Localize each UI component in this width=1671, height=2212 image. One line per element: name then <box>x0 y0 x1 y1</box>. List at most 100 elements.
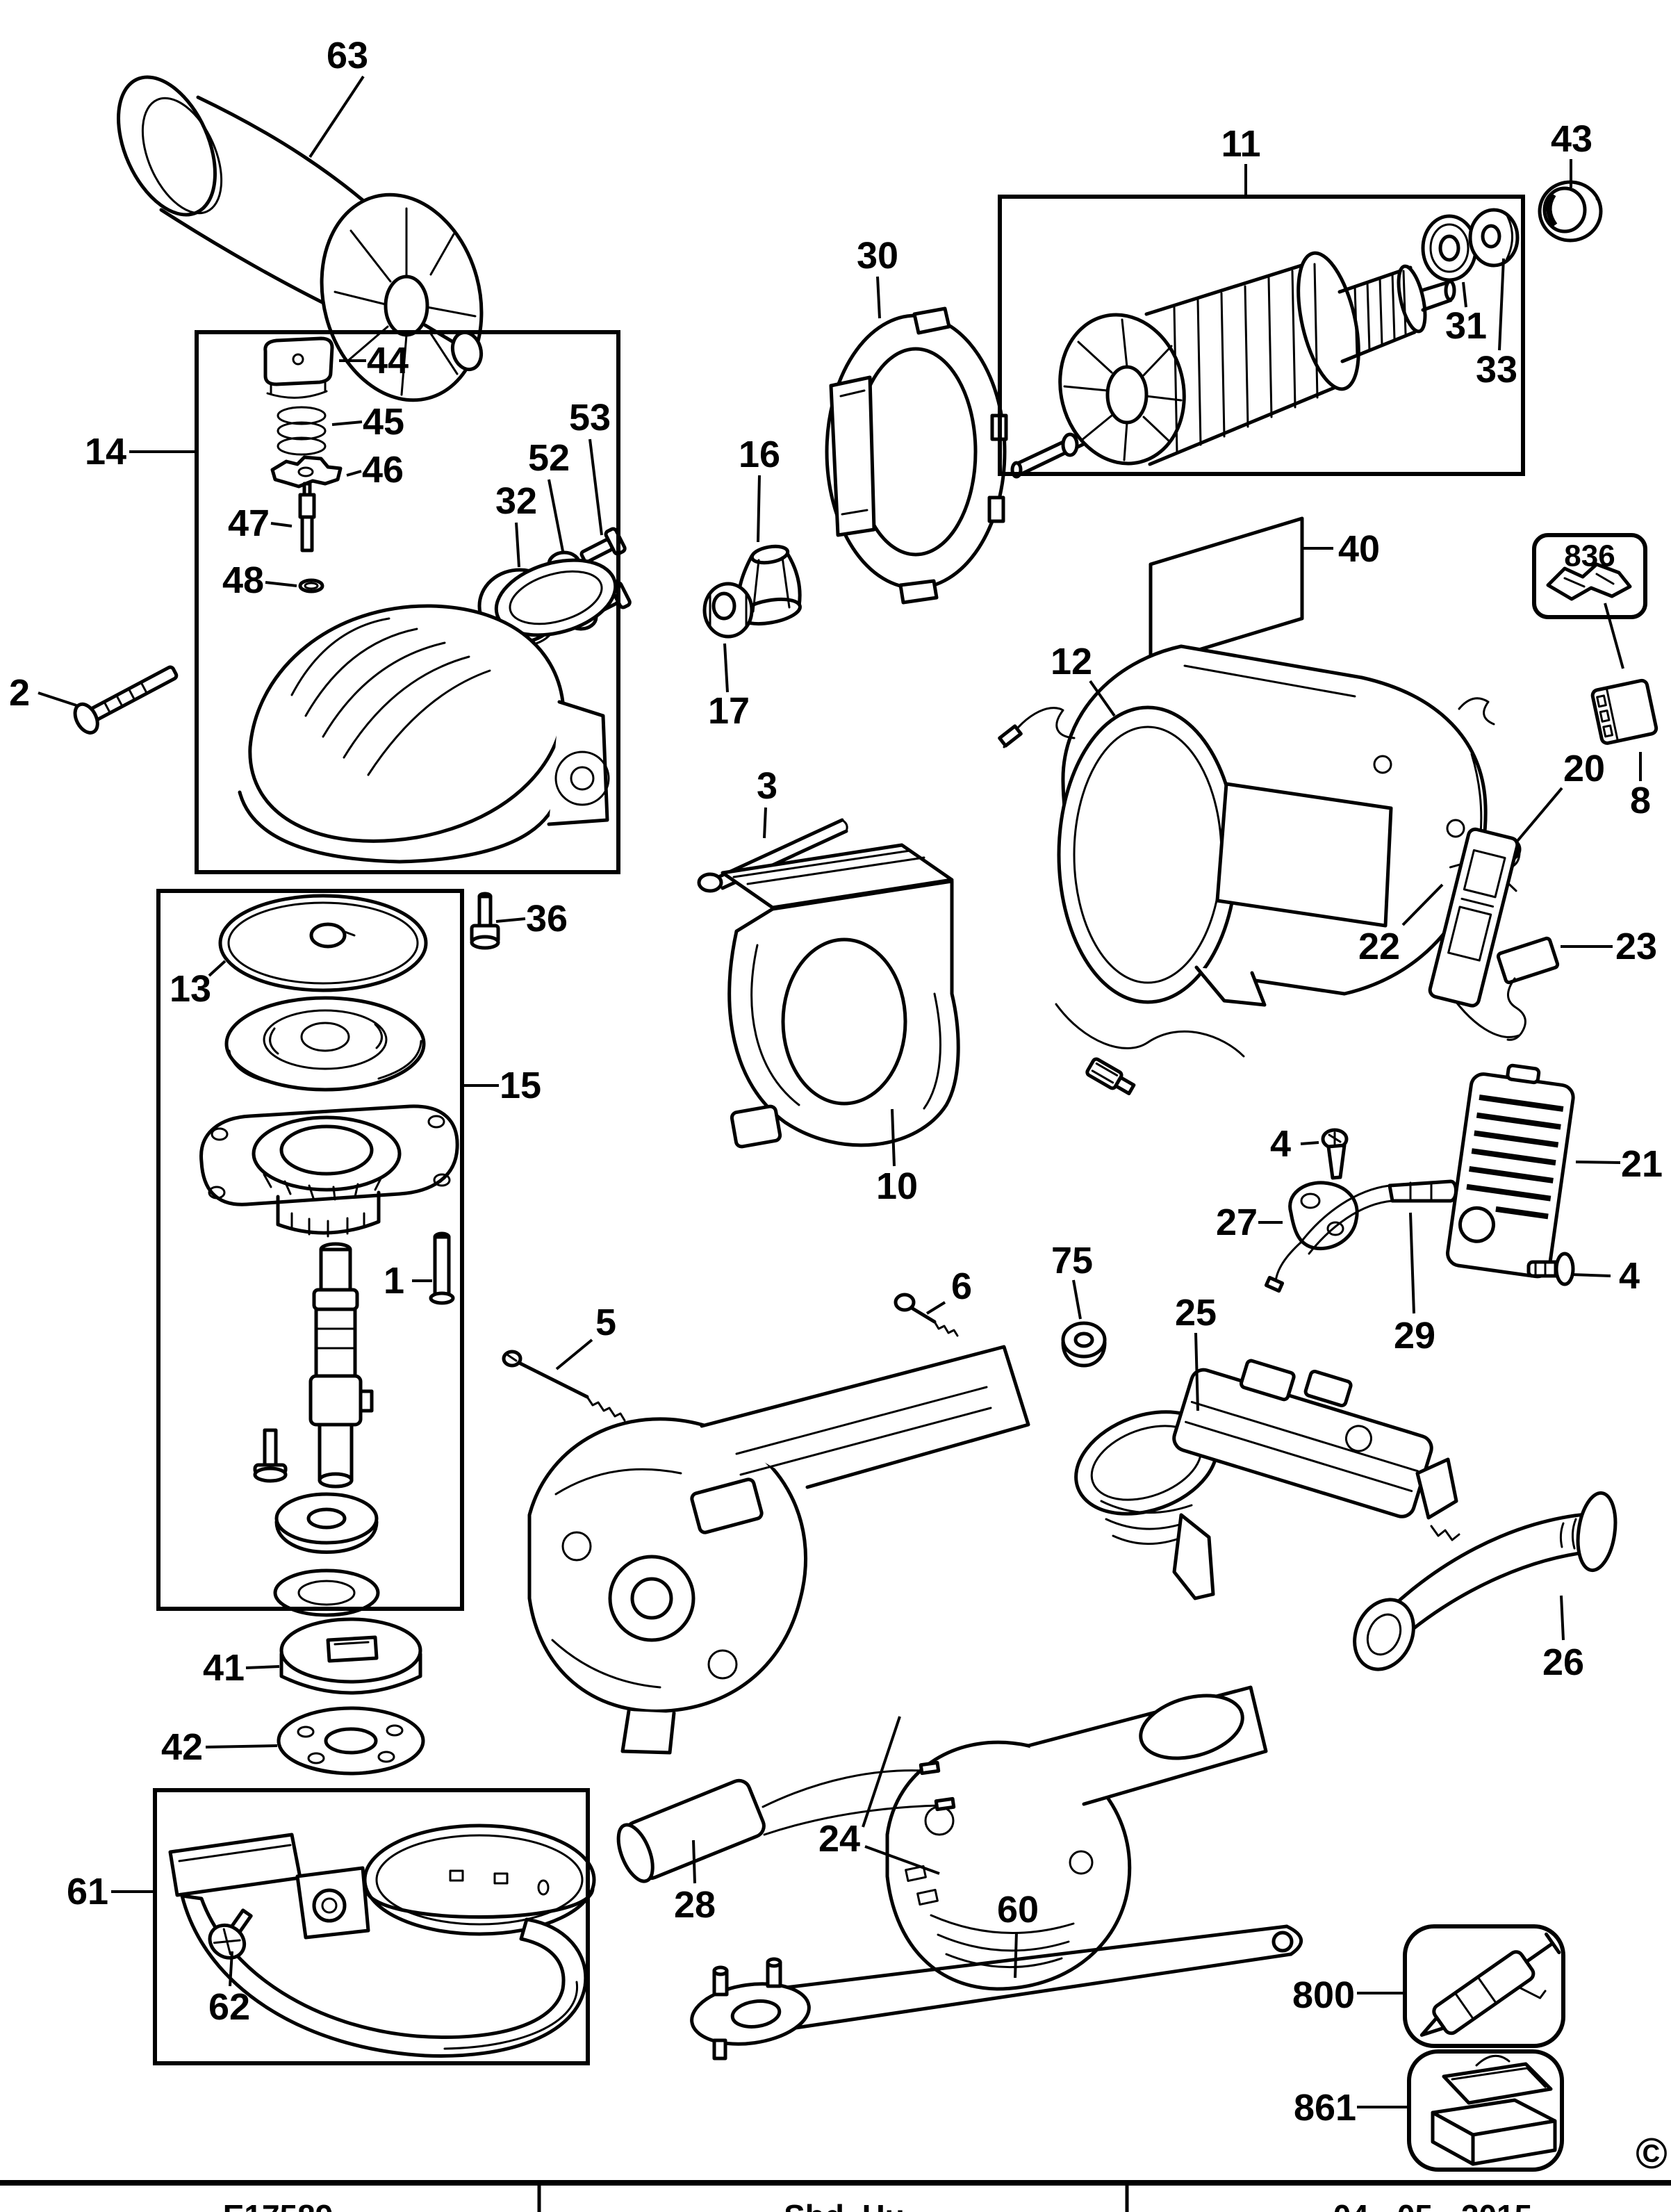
callout-label-75: 75 <box>1051 1240 1093 1281</box>
hex-nut-17 <box>702 582 754 639</box>
gearcase-cover-assembly-drawing <box>238 336 632 864</box>
callout-label-27: 27 <box>1216 1202 1258 1243</box>
o-ring-48 <box>298 578 324 593</box>
bearing-31 <box>1421 214 1478 282</box>
bolt-53 <box>579 527 627 564</box>
field-stator-10 <box>721 843 960 1149</box>
callouts-layer: 6344454647485352321423613151541426162301… <box>9 35 1663 2129</box>
screw-2 <box>73 665 179 735</box>
callout-label-41: 41 <box>203 1647 245 1689</box>
callout-label-62: 62 <box>208 1986 250 2028</box>
sleeve-43 <box>1538 180 1603 243</box>
cam-plate-46 <box>270 455 343 489</box>
lower-washer <box>273 1568 380 1617</box>
clip-836 <box>1546 562 1632 601</box>
lower-bearing <box>274 1492 379 1554</box>
callout-label-15: 15 <box>500 1065 541 1106</box>
leader-line-42 <box>205 1744 278 1748</box>
cord-clamp-27 <box>1288 1181 1359 1251</box>
callout-label-52: 52 <box>528 437 570 479</box>
callout-label-836: 836 <box>1564 539 1615 573</box>
callout-label-25: 25 <box>1175 1292 1217 1334</box>
callout-label-46: 46 <box>362 449 404 491</box>
callout-label-16: 16 <box>739 434 780 475</box>
armature-drawing <box>1010 251 1456 479</box>
carbon-brush-23 <box>1496 936 1560 1041</box>
pin-1 <box>429 1231 455 1305</box>
callout-label-40: 40 <box>1338 528 1380 570</box>
outer-flange-disc <box>224 996 426 1092</box>
cord-protector-26 <box>1353 1491 1618 1671</box>
callout-label-33: 33 <box>1476 349 1517 391</box>
leader-line-29 <box>1409 1212 1415 1314</box>
leader-line-48 <box>265 581 297 587</box>
callout-label-13: 13 <box>170 968 211 1010</box>
group-boxes-layer <box>153 195 1647 2172</box>
callout-label-12: 12 <box>1051 641 1092 682</box>
group-box-15 <box>156 889 464 1611</box>
callout-label-32: 32 <box>495 480 537 522</box>
leader-line-16 <box>757 475 761 543</box>
callout-label-43: 43 <box>1551 118 1592 160</box>
leader-line-12 <box>1089 680 1116 717</box>
callout-label-21: 21 <box>1621 1143 1663 1185</box>
leader-line-25 <box>1194 1332 1199 1411</box>
leader-line-3 <box>763 807 767 839</box>
grease-applicator-800 <box>1419 1932 1561 2037</box>
outer-flange-42 <box>277 1706 425 1776</box>
callout-label-3: 3 <box>757 765 777 807</box>
callout-label-1: 1 <box>384 1260 404 1302</box>
callout-label-31: 31 <box>1445 305 1487 347</box>
leader-line-22 <box>1401 883 1444 926</box>
callout-label-2: 2 <box>9 672 30 714</box>
screw-6 <box>894 1293 959 1337</box>
air-inlet-cover-21 <box>1446 1063 1575 1279</box>
leader-line-52 <box>548 479 564 552</box>
leader-line-28 <box>692 1840 696 1884</box>
callout-label-44: 44 <box>367 340 409 382</box>
group-box-800 <box>1403 1924 1565 2048</box>
copyright-mark: © <box>1636 2130 1668 2178</box>
callout-label-53: 53 <box>569 397 611 439</box>
group-box-836 <box>1532 533 1647 619</box>
footer-date: 04 - 05 - 2015 <box>1333 2198 1532 2212</box>
leader-line-5 <box>555 1338 593 1370</box>
inner-flange-41 <box>279 1617 422 1695</box>
callout-label-8: 8 <box>1630 780 1651 821</box>
callout-label-42: 42 <box>161 1726 203 1768</box>
pin-spanner-wrench-60 <box>690 1924 1303 2061</box>
name-plate-40 <box>1149 516 1304 666</box>
stop-pin-36 <box>470 892 500 950</box>
leader-line-41 <box>245 1665 280 1669</box>
callout-label-61: 61 <box>67 1871 108 1912</box>
washer-33 <box>1468 208 1520 268</box>
callout-label-26: 26 <box>1542 1641 1584 1683</box>
housing-half-left-24 <box>527 1345 1030 1755</box>
callout-label-48: 48 <box>222 559 264 601</box>
lock-nut-13 <box>218 894 428 992</box>
callout-label-60: 60 <box>997 1889 1039 1931</box>
leader-line-4 <box>1300 1141 1319 1145</box>
spring-45 <box>277 406 327 456</box>
gearcase-cover-body <box>238 558 618 864</box>
group-box-61 <box>153 1788 590 2065</box>
leader-line-31 <box>1462 281 1467 308</box>
callout-label-4: 4 <box>1270 1123 1291 1165</box>
callout-label-36: 36 <box>526 898 568 940</box>
power-cord-29 <box>1264 1179 1458 1293</box>
leader-line-26 <box>1560 1595 1565 1641</box>
spindle-shaft <box>308 1242 374 1489</box>
screw-5 <box>502 1350 626 1422</box>
leader-line-36 <box>495 917 526 923</box>
screw-4-lower <box>1526 1252 1575 1286</box>
housing-half-right-24 <box>885 1685 1268 1991</box>
callout-label-45: 45 <box>363 401 404 443</box>
clamp-screw-62 <box>208 1908 253 1960</box>
leader-line-836 <box>1604 603 1624 669</box>
screw-4-upper <box>1321 1128 1349 1180</box>
callout-label-23: 23 <box>1615 926 1657 967</box>
leader-line-75 <box>1072 1279 1082 1320</box>
motor-housing-12 <box>998 644 1520 1058</box>
callout-label-6: 6 <box>951 1265 972 1307</box>
